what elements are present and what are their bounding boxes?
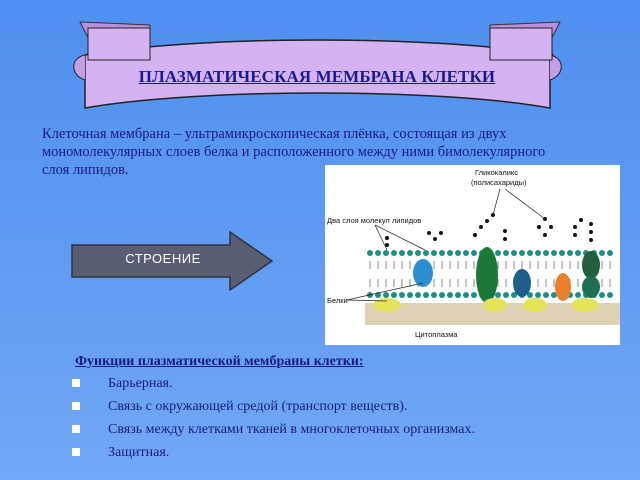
lipid-head xyxy=(455,250,461,256)
protein-green-bottom xyxy=(582,276,600,298)
lipid-head xyxy=(575,250,581,256)
lipid-head xyxy=(527,250,533,256)
structure-arrow[interactable] xyxy=(70,230,275,292)
functions-list: Барьерная. Связь с окружающей средой (тр… xyxy=(72,375,475,467)
lipid-head xyxy=(439,250,445,256)
list-item: Связь с окружающей средой (транспорт вещ… xyxy=(72,398,475,421)
bullet-icon xyxy=(72,379,80,387)
protein-teal xyxy=(513,269,531,297)
lipid-head xyxy=(607,292,613,298)
bullet-icon xyxy=(72,425,80,433)
protein-yellow-4 xyxy=(571,298,599,312)
function-item-2: Связь с окружающей средой (транспорт вещ… xyxy=(108,399,408,414)
lipid-head xyxy=(567,250,573,256)
list-item: Защитная. xyxy=(72,444,475,467)
label-proteins: Белки xyxy=(327,296,348,305)
lipid-head xyxy=(391,292,397,298)
functions-title: Функции плазматической мембраны клетки: xyxy=(75,354,364,369)
protein-large xyxy=(476,247,498,303)
intro-line-2: мономолекулярных слоев белка и расположе… xyxy=(42,144,546,160)
list-item: Связь между клетками тканей в многоклето… xyxy=(72,421,475,444)
lipid-head xyxy=(447,250,453,256)
title-banner xyxy=(73,21,562,109)
protein-yellow-3 xyxy=(523,298,547,312)
lipid-head xyxy=(599,250,605,256)
lipid-head xyxy=(511,292,517,298)
lipid-head xyxy=(423,292,429,298)
lipid-head xyxy=(471,292,477,298)
lipid-head xyxy=(495,250,501,256)
lipid-head xyxy=(551,250,557,256)
lipid-head xyxy=(415,250,421,256)
label-polysaccharides: (полисахариды) xyxy=(471,178,527,187)
lipid-head xyxy=(559,250,565,256)
lipid-head xyxy=(471,250,477,256)
lipid-head xyxy=(495,292,501,298)
lipid-head xyxy=(527,292,533,298)
membrane-diagram-svg: Гликокаликс (полисахариды) Два слоя моле… xyxy=(327,168,620,339)
protein-blue-left xyxy=(413,259,433,287)
lipid-head xyxy=(367,250,373,256)
lipid-head xyxy=(431,292,437,298)
lipid-head xyxy=(511,250,517,256)
bullet-icon xyxy=(72,448,80,456)
lipid-head xyxy=(503,292,509,298)
protein-yellow-2 xyxy=(483,298,507,312)
label-lipid-layers: Два слоя молекул липидов xyxy=(327,216,421,225)
lipid-head xyxy=(551,292,557,298)
cytoplasm-band xyxy=(365,303,620,325)
intro-text: Клеточная мембрана – ультрамикроскопичес… xyxy=(42,125,602,179)
intro-line-3: слоя липидов. xyxy=(42,162,129,178)
lipid-head xyxy=(535,292,541,298)
lipid-head xyxy=(383,250,389,256)
lipid-head xyxy=(407,250,413,256)
lipid-head xyxy=(399,250,405,256)
lipid-head xyxy=(431,250,437,256)
lipid-head xyxy=(399,292,405,298)
lipid-head xyxy=(407,292,413,298)
lipid-head xyxy=(447,292,453,298)
leader-lines xyxy=(346,188,546,302)
membrane-diagram: Гликокаликс (полисахариды) Два слоя моле… xyxy=(325,165,620,345)
lipid-head xyxy=(463,250,469,256)
lipid-head xyxy=(423,250,429,256)
protein-orange xyxy=(555,273,571,301)
lipid-head xyxy=(415,292,421,298)
lipid-head xyxy=(463,292,469,298)
page-title: ПЛАЗМАТИЧЕСКАЯ МЕМБРАНА КЛЕТКИ xyxy=(138,67,496,86)
function-item-1: Барьерная. xyxy=(108,376,173,391)
lipid-head xyxy=(543,250,549,256)
lipid-head xyxy=(607,250,613,256)
lipid-head xyxy=(383,292,389,298)
lipid-head xyxy=(375,250,381,256)
lipid-head xyxy=(599,292,605,298)
lipid-head xyxy=(455,292,461,298)
lipid-head xyxy=(519,250,525,256)
structure-label: СТРОЕНИЕ xyxy=(125,251,201,266)
lipid-head xyxy=(391,250,397,256)
function-item-4: Защитная. xyxy=(108,445,170,460)
bullet-icon xyxy=(72,402,80,410)
protein-yellow-1 xyxy=(373,298,401,312)
label-cytoplasm: Цитоплазма xyxy=(415,330,458,339)
label-glycocalyx: Гликокаликс xyxy=(475,168,518,177)
lipid-head xyxy=(575,292,581,298)
lipid-head xyxy=(535,250,541,256)
function-item-3: Связь между клетками тканей в многоклето… xyxy=(108,422,476,437)
intro-line-1: Клеточная мембрана – ультрамикроскопичес… xyxy=(42,126,507,142)
list-item: Барьерная. xyxy=(72,375,475,398)
lipid-head xyxy=(439,292,445,298)
lipid-head xyxy=(543,292,549,298)
protein-green-top xyxy=(582,251,600,279)
lipid-head xyxy=(503,250,509,256)
